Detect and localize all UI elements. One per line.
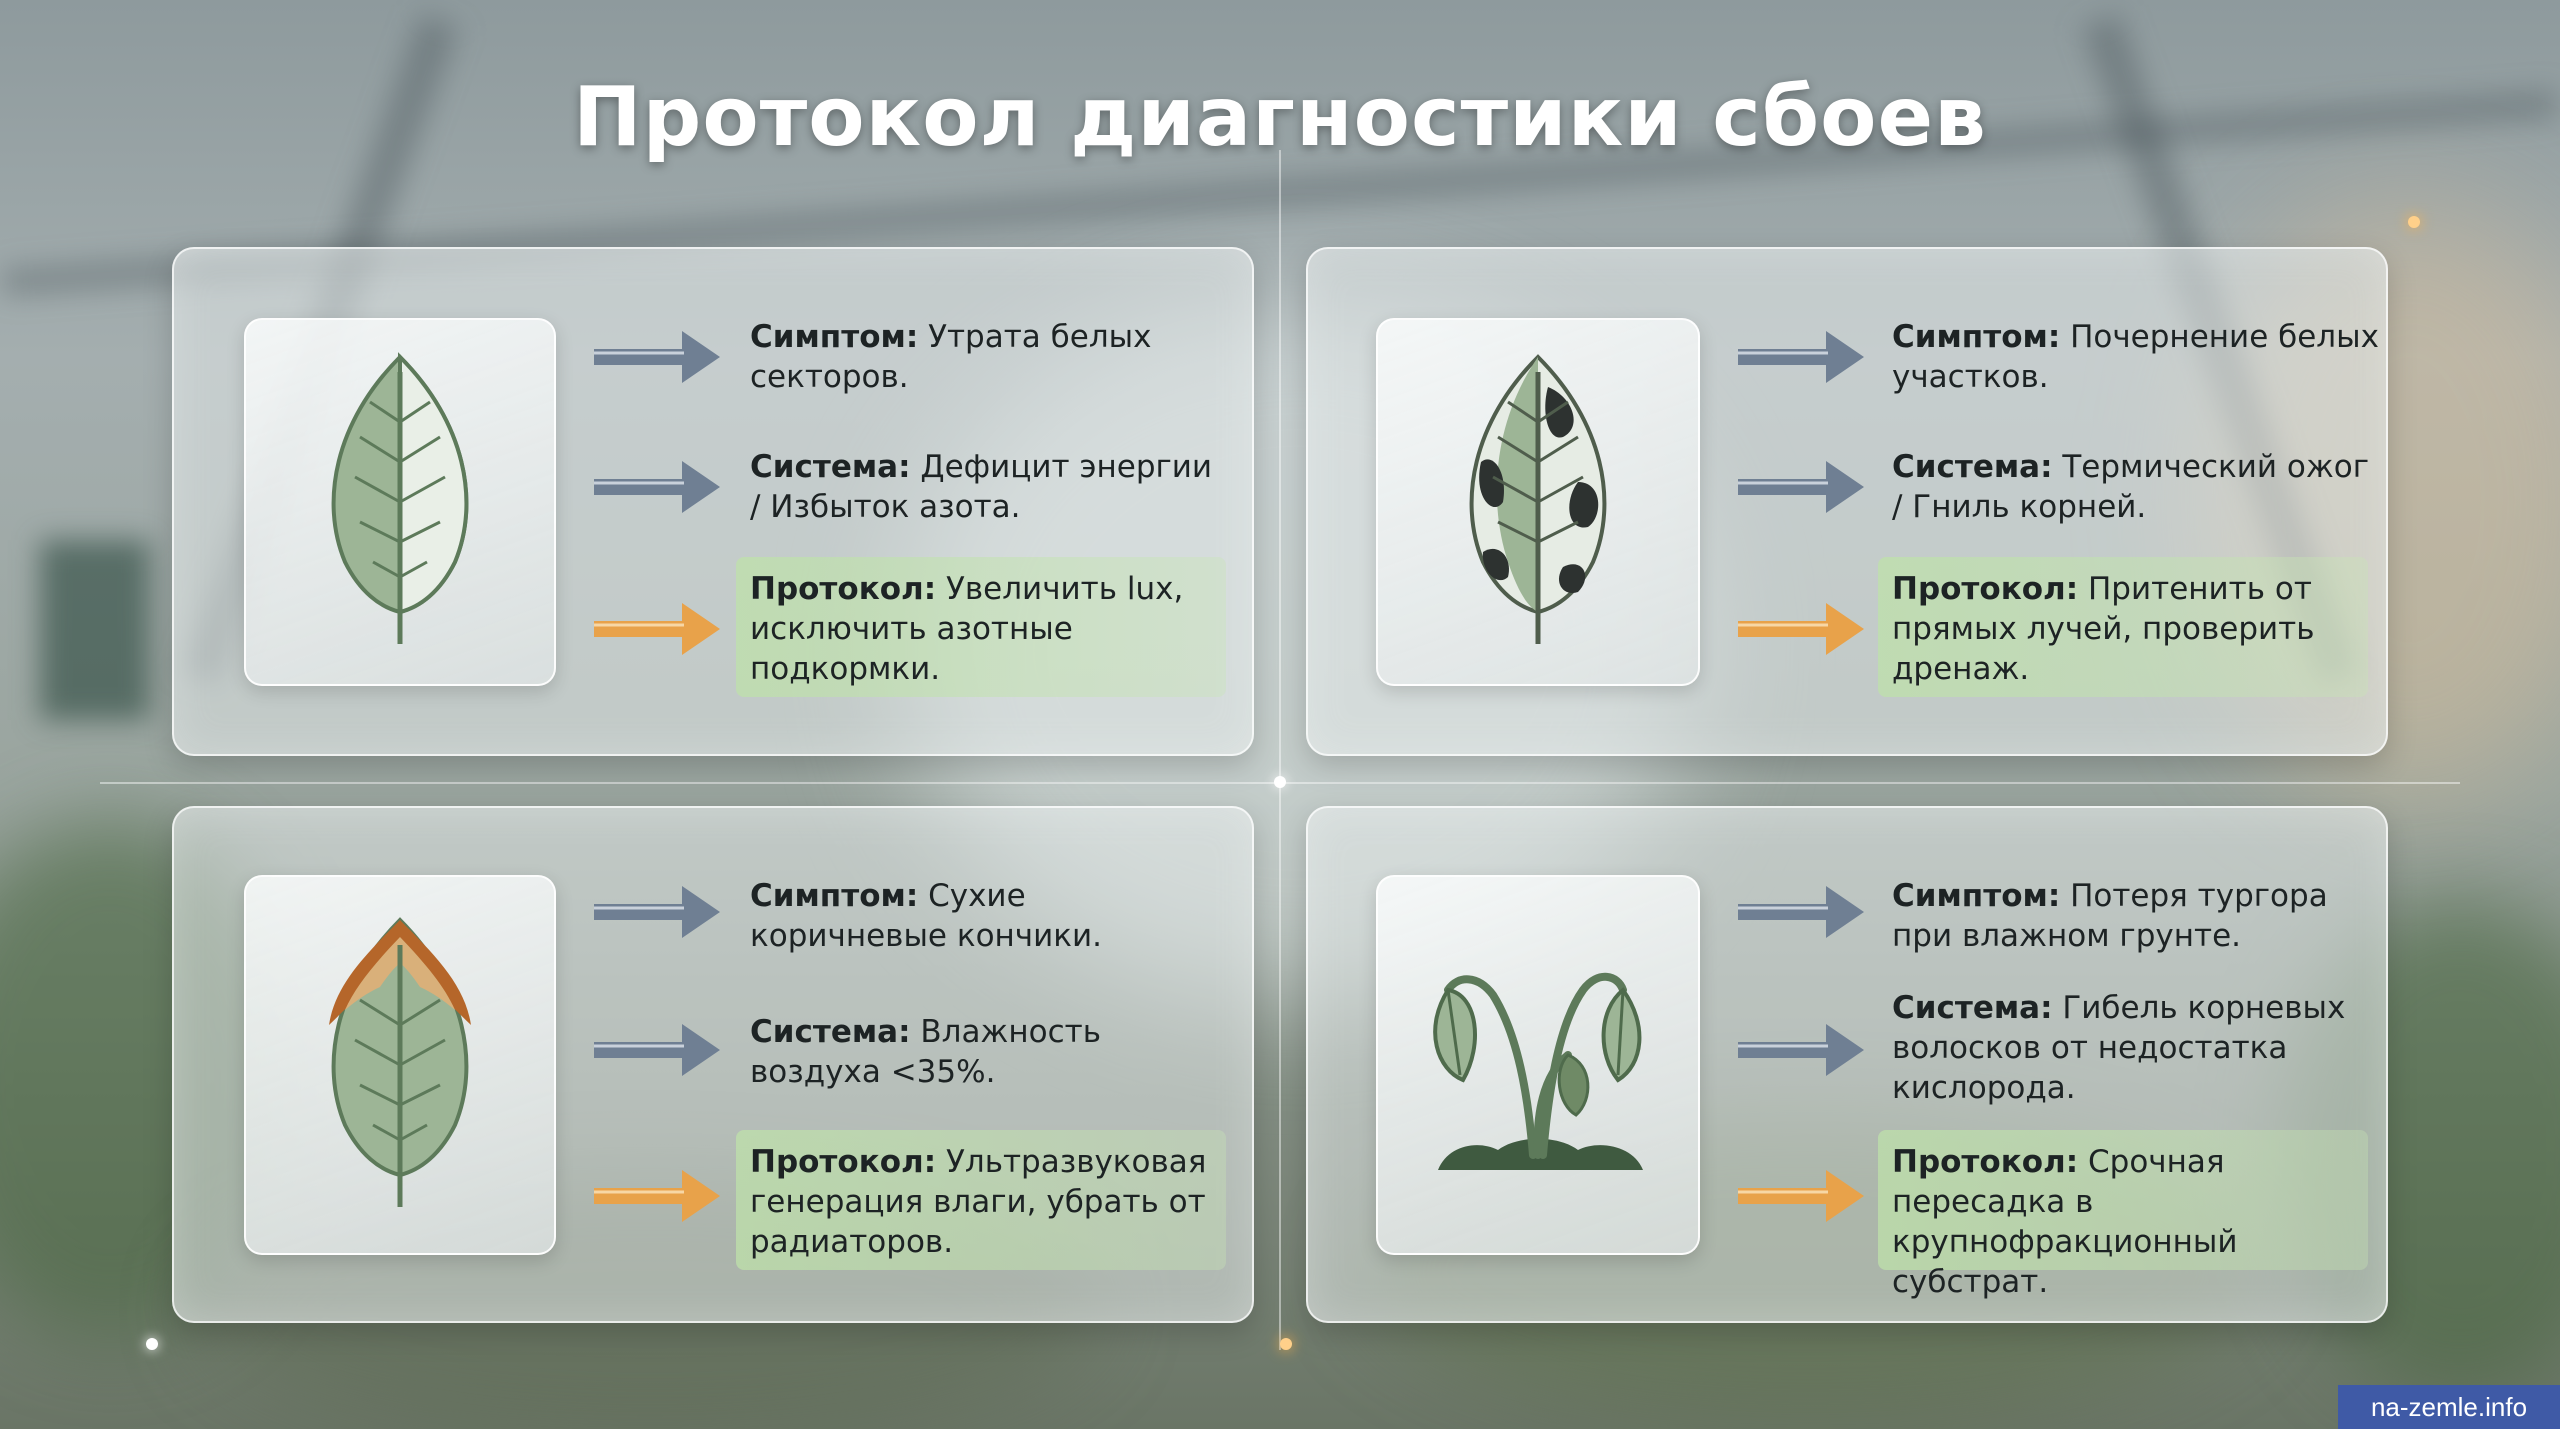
symptom-value: Сухие коричневые кончики. bbox=[750, 878, 1102, 954]
diagnostic-card-white-loss: Симптом: Утрата белых секторов. Система:… bbox=[172, 247, 1254, 756]
connector-node bbox=[2408, 216, 2420, 228]
protocol-text: Протокол: Ультразвуковая генерация влаги… bbox=[750, 1142, 1230, 1262]
symptom-label: Симптом: bbox=[750, 878, 919, 914]
arrow-right-orange-icon bbox=[1738, 603, 1864, 655]
brown-tip-leaf-icon bbox=[329, 917, 471, 1207]
wilting-plant-icon bbox=[1433, 972, 1643, 1170]
black-spotted-leaf-icon bbox=[1469, 354, 1607, 644]
protocol-text: Протокол: Притенить от прямых лучей, про… bbox=[1892, 569, 2388, 689]
symptom-value: Потеря тургора при влажном грунте. bbox=[1892, 878, 2328, 954]
protocol-label: Протокол: bbox=[750, 571, 937, 607]
diagnostic-card-turgor-loss: Симптом: Потеря тургора при влажном грун… bbox=[1306, 806, 2388, 1323]
protocol-text: Протокол: Увеличить lux, исключить азотн… bbox=[750, 569, 1230, 689]
connector-node bbox=[1274, 776, 1286, 788]
protocol-text: Протокол: Срочная пересадка в крупнофрак… bbox=[1892, 1142, 2388, 1302]
system-text: Система: Дефицит энергии / Избыток азота… bbox=[750, 447, 1230, 527]
symptom-text: Симптом: Утрата белых секторов. bbox=[750, 317, 1230, 397]
protocol-value: Притенить от прямых лучей, проверить дре… bbox=[1892, 571, 2315, 687]
arrow-right-icon bbox=[1738, 461, 1864, 513]
protocol-label: Протокол: bbox=[1892, 1144, 2079, 1180]
arrow-right-icon bbox=[594, 461, 720, 513]
protocol-value: Ультразвуковая генерация влаги, убрать о… bbox=[750, 1144, 1207, 1260]
symptom-text: Симптом: Почернение белых участков. bbox=[1892, 317, 2388, 397]
system-value: Термический ожог / Гниль корней. bbox=[1892, 449, 2370, 525]
symptom-label: Симптом: bbox=[1892, 878, 2061, 914]
symptom-label: Симптом: bbox=[1892, 319, 2061, 355]
symptom-value: Утрата белых секторов. bbox=[750, 319, 1152, 395]
diagnostic-card-brown-tips: Симптом: Сухие коричневые кончики. Систе… bbox=[172, 806, 1254, 1323]
system-text: Система: Влажность воздуха <35%. bbox=[750, 1012, 1230, 1092]
protocol-label: Протокол: bbox=[1892, 571, 2079, 607]
arrow-right-icon bbox=[1738, 1024, 1864, 1076]
symptom-label: Симптом: bbox=[750, 319, 919, 355]
system-label: Система: bbox=[1892, 449, 2053, 485]
system-label: Система: bbox=[750, 449, 911, 485]
arrow-right-icon bbox=[594, 886, 720, 938]
healthy-leaf-icon bbox=[331, 352, 469, 644]
diagnostic-card-blackening: Симптом: Почернение белых участков. Сист… bbox=[1306, 247, 2388, 756]
leaf-icon-tile bbox=[244, 318, 556, 686]
plant-icon-tile bbox=[1376, 875, 1700, 1255]
system-text: Система: Гибель корневых волосков от нед… bbox=[1892, 988, 2388, 1108]
protocol-highlight bbox=[1878, 557, 2368, 697]
system-value: Влажность воздуха <35%. bbox=[750, 1014, 1101, 1090]
symptom-value: Почернение белых участков. bbox=[1892, 319, 2379, 395]
protocol-value: Срочная пересадка в крупнофракционный су… bbox=[1892, 1144, 2238, 1300]
arrow-right-orange-icon bbox=[1738, 1170, 1864, 1222]
protocol-highlight bbox=[1878, 1130, 2368, 1270]
protocol-highlight bbox=[736, 1130, 1226, 1270]
connector-node bbox=[1280, 1338, 1292, 1350]
symptom-text: Симптом: Сухие коричневые кончики. bbox=[750, 876, 1230, 956]
arrow-right-icon bbox=[1738, 886, 1864, 938]
arrow-right-icon bbox=[594, 331, 720, 383]
protocol-label: Протокол: bbox=[750, 1144, 937, 1180]
arrow-right-icon bbox=[594, 1024, 720, 1076]
system-value: Дефицит энергии / Избыток азота. bbox=[750, 449, 1213, 525]
connector-line bbox=[1279, 150, 1281, 1350]
protocol-value: Увеличить lux, исключить азотные подкорм… bbox=[750, 571, 1184, 687]
protocol-highlight bbox=[736, 557, 1226, 697]
arrow-right-orange-icon bbox=[594, 603, 720, 655]
connector-node bbox=[146, 1338, 158, 1350]
leaf-icon-tile bbox=[1376, 318, 1700, 686]
system-text: Система: Термический ожог / Гниль корней… bbox=[1892, 447, 2388, 527]
leaf-icon-tile bbox=[244, 875, 556, 1255]
system-value: Гибель корневых волосков от недостатка к… bbox=[1892, 990, 2346, 1106]
arrow-right-orange-icon bbox=[594, 1170, 720, 1222]
symptom-text: Симптом: Потеря тургора при влажном грун… bbox=[1892, 876, 2388, 956]
system-label: Система: bbox=[1892, 990, 2053, 1026]
arrow-right-icon bbox=[1738, 331, 1864, 383]
watermark-link[interactable]: na-zemle.info bbox=[2338, 1385, 2560, 1429]
system-label: Система: bbox=[750, 1014, 911, 1050]
page-title: Протокол диагностики сбоев bbox=[573, 70, 1987, 165]
